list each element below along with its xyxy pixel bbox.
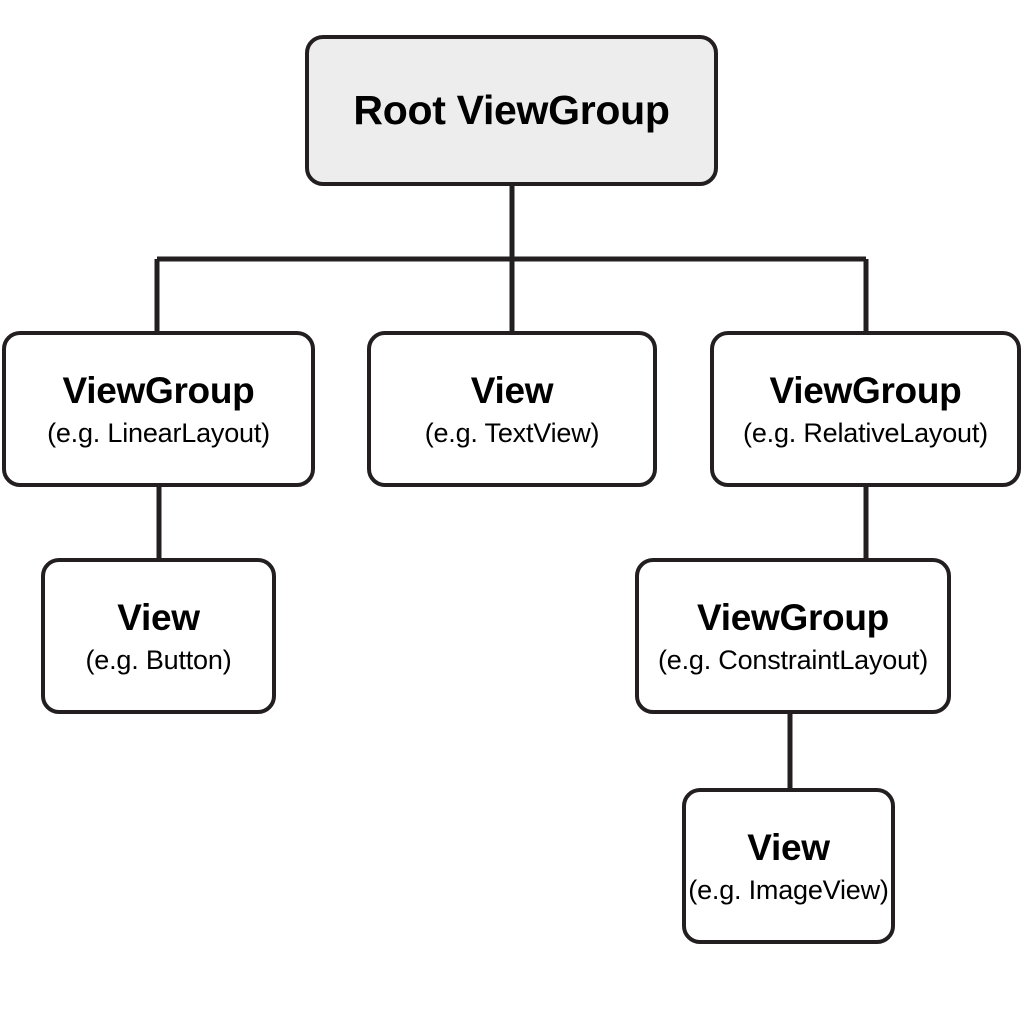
node-viewgroup-constraintlayout[interactable]: ViewGroup (e.g. ConstraintLayout) <box>635 558 951 714</box>
node-title: View <box>117 596 200 638</box>
node-viewgroup-linearlayout[interactable]: ViewGroup (e.g. LinearLayout) <box>2 331 315 487</box>
node-subtitle: (e.g. ConstraintLayout) <box>657 645 929 676</box>
node-root-viewgroup[interactable]: Root ViewGroup <box>305 35 718 186</box>
node-subtitle: (e.g. LinearLayout) <box>47 418 270 449</box>
node-subtitle: (e.g. RelativeLayout) <box>743 418 988 449</box>
node-subtitle: (e.g. TextView) <box>424 418 600 449</box>
node-title: Root ViewGroup <box>353 86 670 133</box>
node-subtitle: (e.g. ImageView) <box>688 875 889 906</box>
node-title: ViewGroup <box>62 369 255 411</box>
node-title: View <box>470 369 554 411</box>
node-view-button[interactable]: View (e.g. Button) <box>41 558 276 714</box>
node-title: ViewGroup <box>769 369 962 411</box>
node-view-imageview[interactable]: View (e.g. ImageView) <box>682 788 895 944</box>
node-title: View <box>747 826 830 868</box>
node-viewgroup-relativelayout[interactable]: ViewGroup (e.g. RelativeLayout) <box>710 331 1021 487</box>
node-title: ViewGroup <box>697 596 889 638</box>
node-view-textview[interactable]: View (e.g. TextView) <box>367 331 657 487</box>
node-subtitle: (e.g. Button) <box>85 645 232 676</box>
